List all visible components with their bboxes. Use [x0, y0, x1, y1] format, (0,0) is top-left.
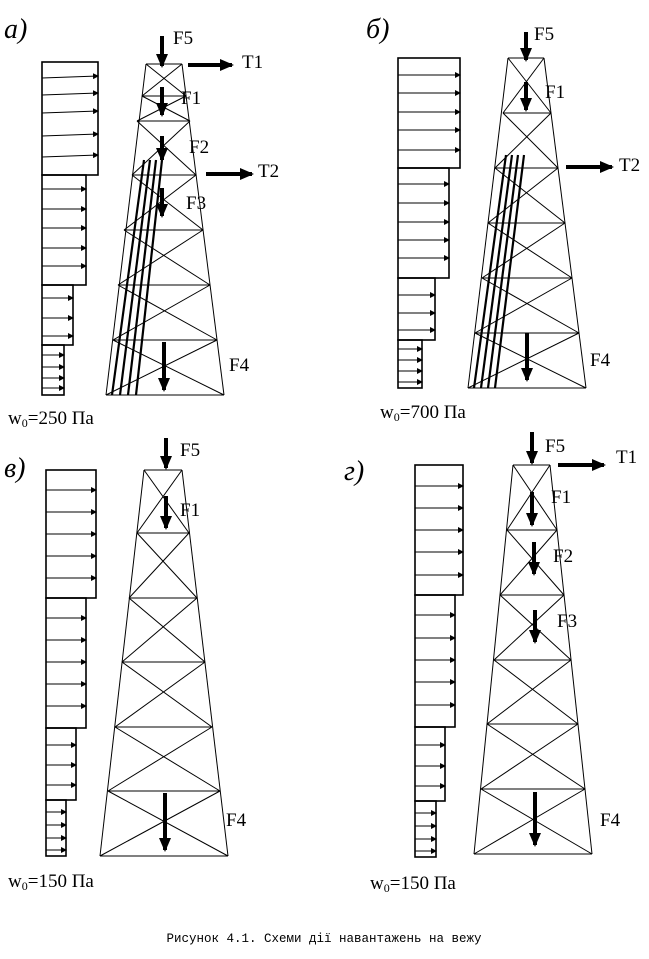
- label-f3-a: F3: [186, 193, 206, 214]
- tower-v: [99, 469, 229, 857]
- wind-pressure-arrows-g: [415, 483, 464, 854]
- loads-b: F5 F1 F4 T2: [520, 24, 640, 382]
- panel-v: в): [4, 438, 247, 893]
- label-f2-a: F2: [189, 137, 209, 158]
- panel-b: б): [366, 14, 640, 424]
- w0-label-v: w0=150 Па: [8, 871, 94, 893]
- panel-a: а): [4, 14, 279, 430]
- wind-profile-b: [397, 57, 461, 389]
- label-t2-b: T2: [619, 155, 640, 176]
- label-f1-a: F1: [181, 88, 201, 109]
- cables-a: [110, 159, 164, 396]
- label-f4-g: F4: [600, 810, 621, 831]
- label-t2-a: T2: [258, 161, 279, 182]
- label-f2-g: F2: [553, 546, 573, 567]
- label-f4-a: F4: [229, 355, 250, 376]
- wind-profile-a: [41, 61, 99, 396]
- tower-b: [467, 57, 587, 389]
- label-t1-a: T1: [242, 52, 263, 73]
- label-f5-a: F5: [173, 28, 193, 49]
- panel-g-letter: г): [344, 456, 364, 487]
- label-f1-g: F1: [551, 487, 571, 508]
- w0-label-a: w0=250 Па: [8, 408, 94, 430]
- loads-v: F5 F1 F4: [159, 438, 247, 852]
- wind-profile-v: [45, 469, 97, 857]
- label-f1-v: F1: [180, 500, 200, 521]
- wind-pressure-arrows-a: [41, 73, 99, 391]
- tower-a: [105, 63, 225, 396]
- label-t1-g: T1: [616, 447, 637, 468]
- panel-a-letter: а): [4, 14, 27, 45]
- w0-label-b: w0=700 Па: [380, 402, 466, 424]
- label-f1-b: F1: [545, 82, 565, 103]
- wind-pressure-arrows-v: [46, 487, 97, 853]
- panel-g: г): [344, 432, 637, 895]
- panel-v-letter: в): [4, 453, 25, 484]
- loads-g: F5 F1 F2 F3 F4 T1: [526, 432, 637, 847]
- label-f5-b: F5: [534, 24, 554, 45]
- label-f4-b: F4: [590, 350, 611, 371]
- label-f5-v: F5: [180, 440, 200, 461]
- label-f5-g: F5: [545, 436, 565, 457]
- wind-pressure-arrows-b: [398, 72, 461, 385]
- figure-caption: Рисунок 4.1. Схеми дії навантажень на ве…: [166, 932, 482, 946]
- cables-b: [472, 154, 526, 389]
- panel-b-letter: б): [366, 14, 389, 45]
- wind-profile-g: [414, 464, 464, 858]
- w0-label-g: w0=150 Па: [370, 873, 456, 895]
- label-f4-v: F4: [226, 810, 247, 831]
- label-f3-g: F3: [557, 611, 577, 632]
- loads-a: F5 F1 F2 F3 F4 T1 T2: [156, 28, 279, 392]
